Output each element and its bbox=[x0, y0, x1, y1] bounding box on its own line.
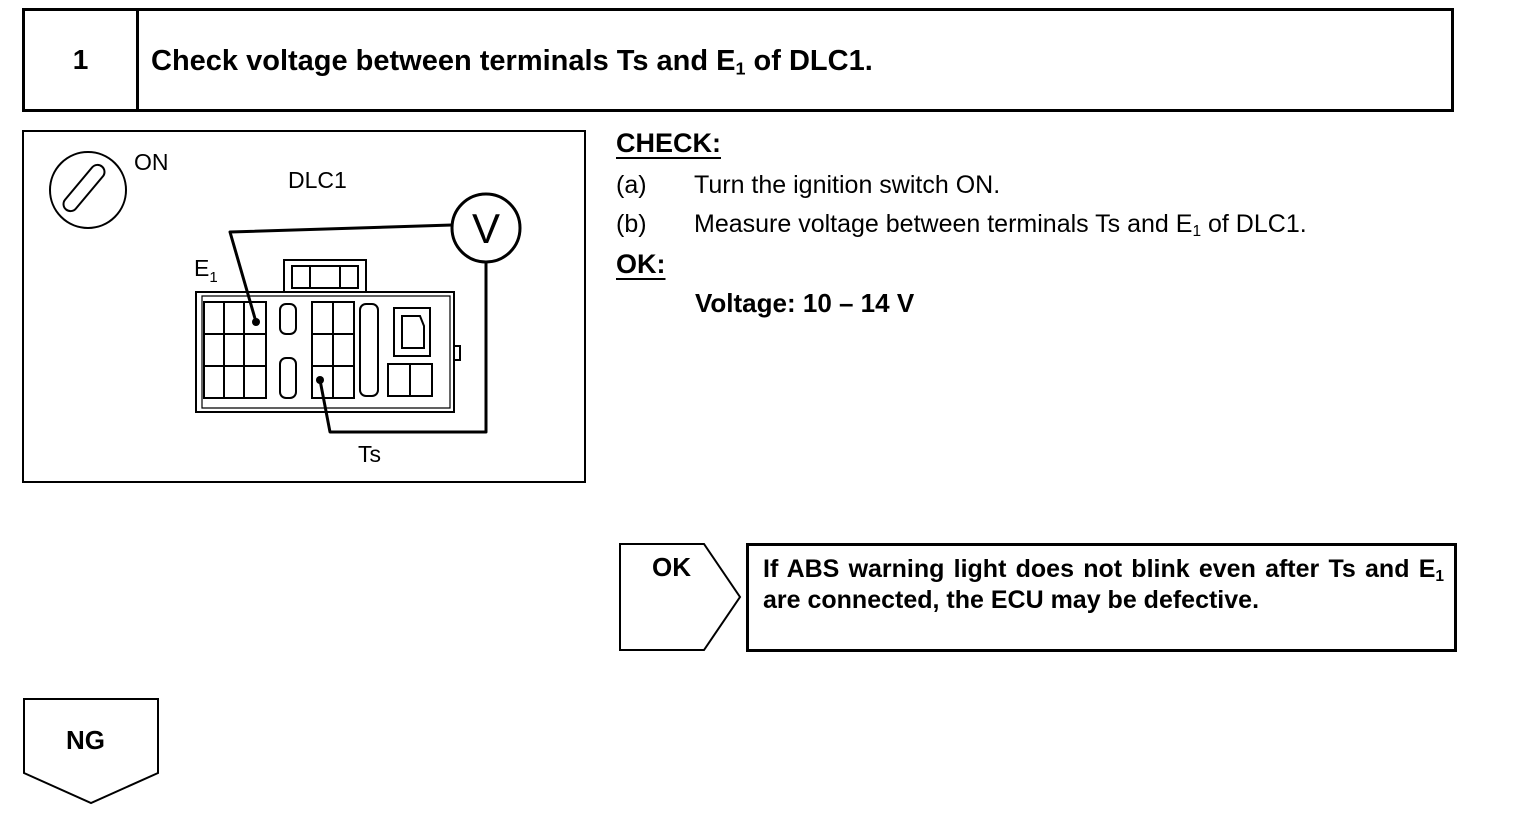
step-number: 1 bbox=[25, 11, 139, 109]
ok-result-label: OK bbox=[652, 552, 691, 582]
ng-result-label: NG bbox=[66, 725, 105, 755]
ts-label: Ts bbox=[358, 441, 381, 467]
voltage-spec: Voltage: 10 – 14 V bbox=[695, 288, 915, 318]
step-title: Check voltage between terminals Ts and E… bbox=[151, 45, 873, 79]
ok-result-box: If ABS warning light does not blink even… bbox=[746, 543, 1457, 652]
check-step-b: (b) Measure voltage between terminals Ts… bbox=[616, 210, 1307, 240]
check-step-a: (a) Turn the ignition switch ON. bbox=[616, 171, 1001, 199]
dlc1-diagram: ON DLC1 V bbox=[49, 149, 522, 467]
dlc1-connector bbox=[195, 259, 461, 413]
ok-heading: OK: bbox=[616, 249, 666, 279]
probe-wires bbox=[228, 223, 488, 434]
ng-arrow-icon bbox=[23, 698, 159, 805]
ignition-switch-icon bbox=[49, 151, 127, 229]
dlc1-figure: ON DLC1 V bbox=[22, 130, 586, 483]
ok-arrow-icon bbox=[619, 543, 742, 651]
step-header: 1 Check voltage between terminals Ts and… bbox=[22, 8, 1454, 112]
ts-probe-point bbox=[316, 376, 324, 384]
voltmeter-symbol: V bbox=[472, 205, 500, 252]
e1-label: E1 bbox=[194, 255, 218, 286]
voltmeter-icon: V bbox=[450, 192, 522, 264]
check-heading: CHECK: bbox=[616, 128, 721, 158]
ignition-on-label: ON bbox=[134, 149, 169, 175]
dlc1-label: DLC1 bbox=[288, 167, 347, 193]
e1-probe-point bbox=[252, 318, 260, 326]
